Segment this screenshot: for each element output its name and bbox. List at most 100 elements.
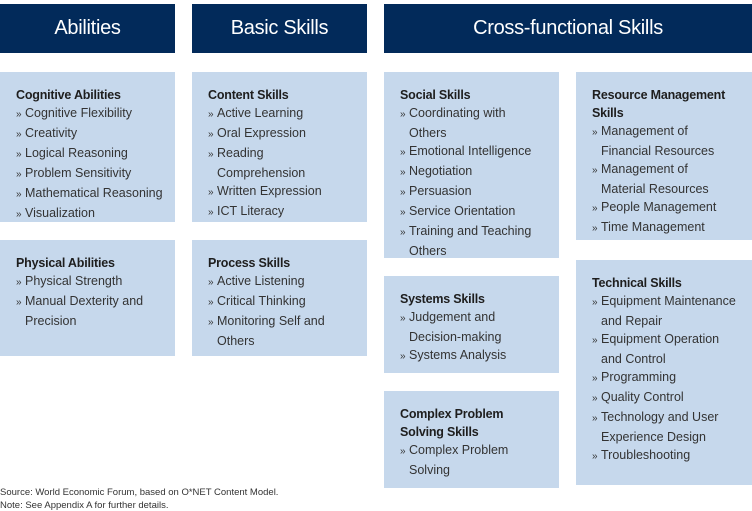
skill-item: »Systems Analysis (400, 346, 547, 366)
bullet-icon: » (400, 109, 406, 120)
box-process-skills: Process Skills»Active Listening»Critical… (192, 240, 367, 356)
bullet-icon: » (592, 373, 598, 384)
skill-item: »Critical Thinking (208, 292, 355, 312)
skill-item-label: Quality Control (601, 390, 684, 404)
skill-item: »Persuasion (400, 182, 547, 202)
skill-item-label: Time Management (601, 220, 705, 234)
bullet-icon: » (16, 109, 22, 120)
bullet-icon: » (16, 169, 22, 180)
skill-item: »Manual Dexterity and Precision (16, 292, 163, 330)
skill-item: »Physical Strength (16, 272, 163, 292)
skill-item-label: Service Orientation (409, 204, 516, 218)
bullet-icon: » (592, 165, 598, 176)
footer-note: Note: See Appendix A for further details… (0, 500, 169, 511)
skill-item-label: Creativity (25, 126, 78, 140)
skill-item-label: People Management (601, 200, 717, 214)
bullet-icon: » (16, 209, 22, 220)
skill-item-label: Management of Material Resources (601, 162, 709, 196)
bullet-icon: » (16, 297, 22, 308)
skill-item: »Programming (592, 368, 740, 388)
skill-item-label: ICT Literacy (217, 204, 285, 218)
box-technical-skills: Technical Skills»Equipment Maintenance a… (576, 260, 752, 485)
skill-item: »Equipment Maintenance and Repair (592, 292, 740, 330)
skill-item-label: Mathematical Reasoning (25, 186, 163, 200)
skill-item: »Active Listening (208, 272, 355, 292)
bullet-icon: » (208, 317, 214, 328)
bullet-icon: » (400, 351, 406, 362)
skill-item: »Problem Sensitivity (16, 164, 163, 184)
box-resource-management: Resource Management Skills»Management of… (576, 72, 752, 240)
skill-item: »Quality Control (592, 388, 740, 408)
skill-list: »Management of Financial Resources»Manag… (592, 122, 740, 238)
skill-item-label: Oral Expression (217, 126, 306, 140)
bullet-icon: » (400, 187, 406, 198)
skill-item: »Oral Expression (208, 124, 355, 144)
skill-item-label: Active Listening (217, 274, 305, 288)
box-physical-abilities: Physical Abilities»Physical Strength»Man… (0, 240, 175, 356)
skill-item: »Written Expression (208, 182, 355, 202)
header-cross-label: Cross-functional Skills (473, 17, 663, 39)
skill-list: »Cognitive Flexibility»Creativity»Logica… (16, 104, 163, 224)
bullet-icon: » (16, 129, 22, 140)
bullet-icon: » (16, 189, 22, 200)
skill-item: »Logical Reasoning (16, 144, 163, 164)
box-title: Cognitive Abilities (16, 88, 121, 102)
bullet-icon: » (400, 207, 406, 218)
bullet-icon: » (592, 335, 598, 346)
box-cognitive-abilities: Cognitive Abilities »Cognitive Flexibilit… (0, 72, 175, 222)
bullet-icon: » (208, 277, 214, 288)
skill-item: »Reading Comprehension (208, 144, 355, 182)
box-content-skills: Content Skills»Active Learning»Oral Expr… (192, 72, 367, 222)
skill-item-label: Negotiation (409, 164, 473, 178)
bullet-icon: » (400, 446, 406, 457)
bullet-icon: » (400, 167, 406, 178)
bullet-icon: » (208, 109, 214, 120)
bullet-icon: » (592, 413, 598, 424)
skill-list: »Equipment Maintenance and Repair»Equipm… (592, 292, 740, 466)
box-title: Systems Skills (400, 292, 485, 306)
skill-list: »Active Learning»Oral Expression»Reading… (208, 104, 355, 222)
skill-item: »ICT Literacy (208, 202, 355, 222)
skill-item-label: Physical Strength (25, 274, 123, 288)
skill-item-label: Technology and User Experience Design (601, 410, 719, 444)
skill-item: »Emotional Intelligence (400, 142, 547, 162)
bullet-icon: » (592, 203, 598, 214)
skill-list: »Judgement and Decision-making»Systems A… (400, 308, 547, 366)
skill-item-label: Problem Sensitivity (25, 166, 132, 180)
skill-list: »Physical Strength»Manual Dexterity and … (16, 272, 163, 330)
skill-item-label: Coordinating with Others (409, 106, 506, 140)
skill-item-label: Equipment Operation and Control (601, 332, 720, 366)
bullet-icon: » (592, 451, 598, 462)
skill-item: »Monitoring Self and Others (208, 312, 355, 350)
bullet-icon: » (208, 207, 214, 218)
bullet-icon: » (592, 297, 598, 308)
skill-item-label: Emotional Intelligence (409, 144, 532, 158)
skill-item-label: Troubleshooting (601, 448, 691, 462)
skill-item: »Troubleshooting (592, 446, 740, 466)
skill-item: »Management of Material Resources (592, 160, 740, 198)
skill-item: »Judgement and Decision-making (400, 308, 547, 346)
header-abilities: Abilities (0, 4, 175, 53)
box-title: Resource Management Skills (592, 88, 726, 120)
box-systems-skills: Systems Skills »Judgement and Decision-ma… (384, 276, 559, 373)
skill-item: »Visualization (16, 204, 163, 224)
skill-item: »Management of Financial Resources (592, 122, 740, 160)
skill-item: »Complex Problem Solving (400, 441, 547, 479)
skill-item-label: Judgement and Decision-making (409, 310, 502, 344)
bullet-icon: » (208, 129, 214, 140)
skill-item: »Negotiation (400, 162, 547, 182)
box-title: Content Skills (208, 88, 289, 102)
skill-item: »Technology and User Experience Design (592, 408, 740, 446)
skill-item-label: Critical Thinking (217, 294, 306, 308)
bullet-icon: » (400, 313, 406, 324)
skill-item: »Active Learning (208, 104, 355, 124)
bullet-icon: » (592, 393, 598, 404)
skill-list: »Coordinating with Others»Emotional Inte… (400, 104, 547, 260)
bullet-icon: » (208, 187, 214, 198)
bullet-icon: » (400, 227, 406, 238)
skill-item: »Training and Teaching Others (400, 222, 547, 260)
skill-item-label: Reading Comprehension (217, 146, 306, 180)
box-complex-problem-solving: Complex Problem Solving Skills»Complex P… (384, 391, 559, 488)
skill-item-label: Monitoring Self and Others (217, 314, 325, 348)
skill-item: »Cognitive Flexibility (16, 104, 163, 124)
